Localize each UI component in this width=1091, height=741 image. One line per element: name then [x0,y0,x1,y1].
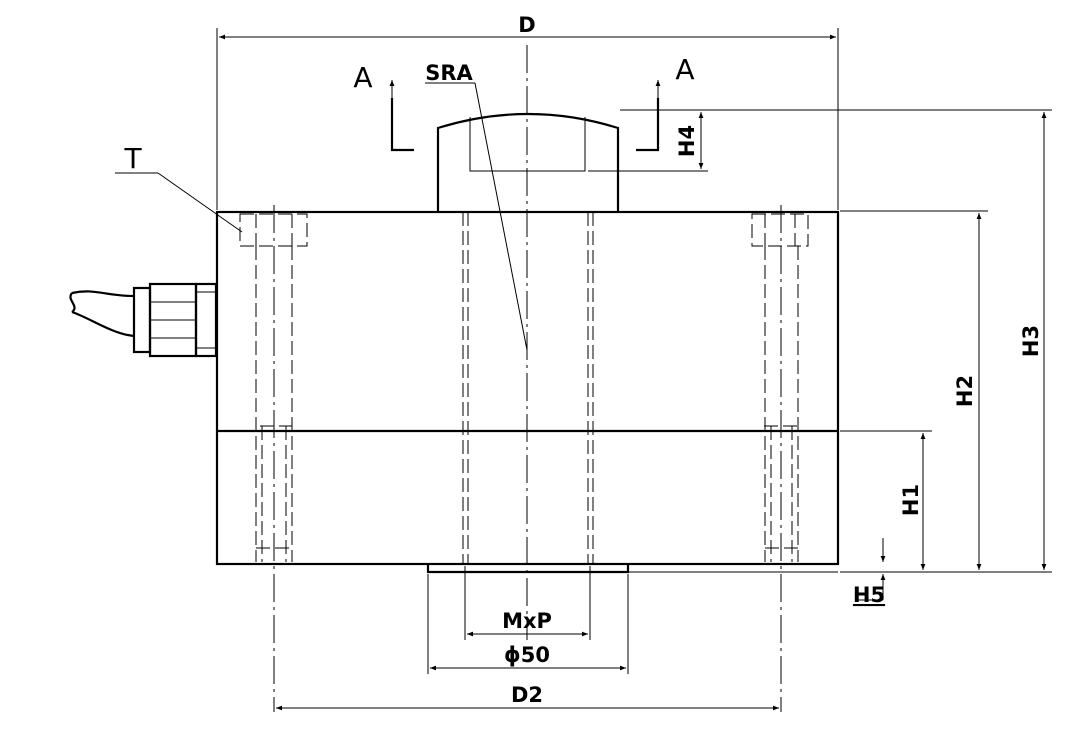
dimension-H5 [856,538,886,601]
right-bolt-head [751,213,809,247]
label-D2: D2 [511,683,543,707]
label-phi50: ϕ50 [504,643,550,667]
gland-seal [132,286,152,354]
dimension-MxP [464,566,591,640]
base-plate-outline [426,564,630,574]
label-D: D [518,13,535,37]
t-leader [115,172,243,233]
dimension-phi50 [427,574,629,674]
label-H5: H5 [853,583,885,607]
load-button-outline [436,112,620,212]
label-section-A-right: A [675,53,694,86]
section-mark-left [389,80,414,152]
base-plate [426,564,838,574]
center-lines [273,45,782,712]
label-H3: H3 [1019,325,1043,357]
section-mark-right [636,80,661,152]
dimension-H4 [588,112,708,172]
sra-leader [425,82,528,351]
label-H1: H1 [899,484,923,516]
cable-gland [132,282,218,358]
dimension-H1 [840,430,932,573]
label-MxP: MxP [502,609,552,633]
label-SRA: SRA [425,61,473,85]
central-bore [462,212,594,564]
dimension-H2 [840,210,988,573]
label-T: T [123,142,142,175]
label-H2: H2 [953,375,977,407]
dimension-D [216,28,839,210]
load-button [436,112,620,212]
right-bolt [751,213,809,562]
dimension-H3 [620,109,1052,573]
label-H4: H4 [675,125,699,157]
cable [69,290,135,338]
gland-nut [194,282,218,358]
label-section-A-left: A [353,61,372,94]
